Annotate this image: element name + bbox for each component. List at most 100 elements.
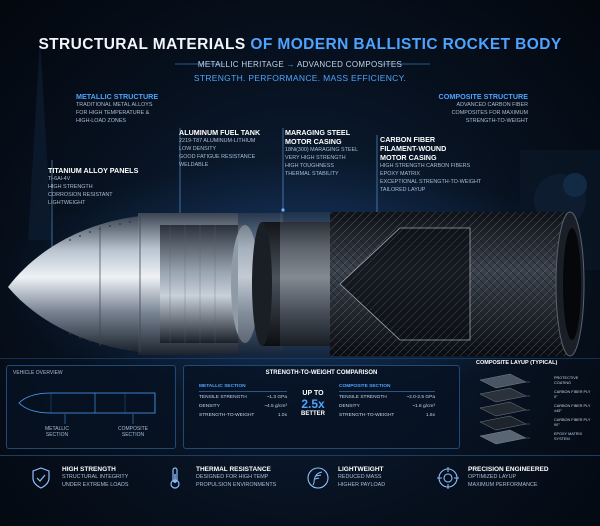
composite-structure-title: COMPOSITE STRUCTURE — [438, 92, 528, 101]
feature-line: DESIGNED FOR HIGH TEMP — [196, 474, 269, 480]
maraging-title: MARAGING STEEL — [285, 128, 351, 137]
page-title: STRUCTURAL MATERIALS OF MODERN BALLISTIC… — [0, 36, 600, 54]
carbon-callout: CARBON FIBER FILAMENT-WOUND MOTOR CASING… — [380, 135, 510, 194]
titanium-title: TITANIUM ALLOY PANELS — [48, 166, 139, 175]
composite-structure-line: STRENGTH-TO-WEIGHT — [465, 118, 528, 124]
table-value: 1.5x — [425, 413, 435, 418]
composite-structure: COMPOSITE STRUCTURE ADVANCED CARBON FIBE… — [410, 92, 528, 125]
maraging-line: THERMAL STABILITY — [285, 171, 339, 177]
table-row: TENSILE STRENGTH ~1.3 GPa — [199, 395, 287, 400]
subtitle: METALLIC HERITAGE → ADVANCED COMPOSITES — [0, 60, 600, 69]
feature-title: LIGHTWEIGHT — [338, 466, 384, 473]
feature-text: LIGHTWEIGHT REDUCED MASS HIGHER PAYLOAD — [338, 466, 433, 489]
carbon-line: HIGH STRENGTH CARBON FIBERS — [380, 163, 471, 169]
table-label: DENSITY — [199, 404, 220, 409]
layup-layer-label: PROTECTIVE COATING — [554, 376, 579, 385]
vehicle-overview-title: VEHICLE OVERVIEW — [13, 370, 63, 376]
arrow-icon: → — [286, 60, 297, 69]
titanium-line: CORROSION RESISTANT — [48, 192, 113, 198]
composite-section-label-line: SECTION — [121, 432, 145, 438]
layup-layer-label: CARBON FIBER PLY 90° — [554, 418, 591, 427]
thermometer-icon — [170, 467, 180, 489]
metallic-table-header: METALLIC SECTION — [199, 384, 287, 392]
aluminum-title: ALUMINUM FUEL TANK — [179, 128, 261, 137]
layup-title: COMPOSITE LAYUP (TYPICAL) — [476, 360, 558, 366]
feature-text: HIGH STRENGTH STRUCTURAL INTEGRITY UNDER… — [62, 466, 167, 489]
feature-line: OPTIMIZED LAYUP — [468, 474, 517, 480]
carbon-line: TAILORED LAYUP — [380, 187, 426, 193]
comparison-panel: STRENGTH-TO-WEIGHT COMPARISON METALLIC S… — [183, 365, 460, 449]
titanium-line: HIGH STRENGTH — [48, 184, 93, 190]
subtitle-right: ADVANCED COMPOSITES — [296, 60, 403, 69]
metallic-structure-line: HIGH-LOAD ZONES — [76, 118, 127, 124]
aluminum-line: GOOD FATIGUE RESISTANCE — [179, 154, 256, 160]
carbon-title: FILAMENT-WOUND — [380, 144, 447, 153]
feature-line: PROPULSION ENVIRONMENTS — [196, 482, 277, 488]
layup-layer-label: EPOXY MATRIX SYSTEM — [554, 432, 583, 441]
metallic-section-label-line: SECTION — [45, 432, 69, 438]
table-label: STRENGTH-TO-WEIGHT — [199, 413, 255, 418]
table-value: ~2.0-2.5 GPa — [406, 395, 435, 400]
table-row: DENSITY ~4.5 g/cm³ — [199, 404, 287, 409]
table-row: TENSILE STRENGTH ~2.0-2.5 GPa — [339, 395, 435, 400]
feather-icon — [307, 467, 329, 489]
improvement-suffix: BETTER — [301, 411, 325, 417]
table-row: STRENGTH-TO-WEIGHT 1.0x — [199, 413, 287, 418]
table-label: TENSILE STRENGTH — [199, 395, 247, 400]
carbon-line: EXCEPTIONAL STRENGTH-TO-WEIGHT — [380, 179, 482, 185]
composite-section-label-line: COMPOSITE — [117, 426, 148, 432]
carbon-title: MOTOR CASING — [380, 153, 437, 162]
tagline: STRENGTH. PERFORMANCE. MASS EFFICIENCY. — [193, 73, 407, 83]
feature-title: HIGH STRENGTH — [62, 466, 116, 473]
vehicle-overview-panel: VEHICLE OVERVIEW METALLIC SECTION COMPOS… — [6, 365, 176, 449]
table-label: TENSILE STRENGTH — [339, 395, 387, 400]
table-value: ~1.6 g/cm³ — [412, 404, 435, 409]
improvement-badge: UP TO 2.5x BETTER — [296, 390, 330, 417]
feature-title: THERMAL RESISTANCE — [196, 466, 271, 473]
feature-text: THERMAL RESISTANCE DESIGNED FOR HIGH TEM… — [196, 466, 304, 489]
comparison-title: STRENGTH-TO-WEIGHT COMPARISON — [265, 370, 378, 376]
titanium-callout: TITANIUM ALLOY PANELS Ti-6Al-4V HIGH STR… — [48, 166, 168, 207]
shield-icon — [32, 467, 50, 489]
maraging-line: HIGH TOUGHNESS — [285, 163, 334, 169]
vehicle-diagram — [18, 392, 156, 424]
aluminum-callout: ALUMINUM FUEL TANK 2219-T87 ALUMINUM-LIT… — [179, 128, 289, 169]
title-accent: OF MODERN BALLISTIC ROCKET BODY — [250, 36, 562, 53]
carbon-line: EPOXY MATRIX — [380, 171, 420, 177]
improvement-value: 2.5x — [301, 397, 325, 411]
feature-line: MAXIMUM PERFORMANCE — [468, 482, 538, 488]
feature-line: REDUCED MASS — [338, 474, 382, 480]
table-label: DENSITY — [339, 404, 360, 409]
table-value: ~1.3 GPa — [266, 395, 287, 400]
title-main: STRUCTURAL MATERIALS — [38, 36, 246, 53]
layup-diagram — [479, 373, 530, 445]
table-value: ~4.5 g/cm³ — [264, 404, 287, 409]
metallic-section-label-line: METALLIC — [44, 426, 70, 432]
metallic-structure-line: TRADITIONAL METAL ALLOYS — [76, 102, 153, 108]
metallic-table: METALLIC SECTION TENSILE STRENGTH ~1.3 G… — [199, 384, 287, 418]
composite-table-header: COMPOSITE SECTION — [339, 384, 435, 392]
maraging-line: 18Ni(300) MARAGING STEEL — [285, 147, 359, 153]
metallic-structure: METALLIC STRUCTURE TRADITIONAL METAL ALL… — [76, 92, 196, 125]
aluminum-line: WELDABLE — [179, 162, 209, 168]
crosshair-icon — [437, 467, 459, 489]
aluminum-line: LOW DENSITY — [179, 146, 217, 152]
layup-layer-label: CARBON FIBER PLY ±45° — [554, 404, 591, 413]
metallic-section-label: METALLIC SECTION — [37, 426, 77, 438]
table-row: STRENGTH-TO-WEIGHT 1.5x — [339, 413, 435, 418]
titanium-line: LIGHTWEIGHT — [48, 200, 86, 206]
feature-title: PRECISION ENGINEERED — [468, 466, 549, 473]
composite-layup-panel: COMPOSITE LAYUP (TYPICAL) PROTECTIVE COA… — [466, 358, 594, 450]
maraging-callout: MARAGING STEEL MOTOR CASING 18Ni(300) MA… — [285, 128, 380, 178]
table-value: 1.0x — [277, 413, 287, 418]
composite-table: COMPOSITE SECTION TENSILE STRENGTH ~2.0-… — [339, 384, 435, 418]
aluminum-line: 2219-T87 ALUMINUM-LITHIUM — [179, 138, 256, 144]
subtitle-left: METALLIC HERITAGE — [197, 60, 285, 69]
metallic-structure-title: METALLIC STRUCTURE — [76, 92, 159, 101]
table-row: DENSITY ~1.6 g/cm³ — [339, 404, 435, 409]
layup-layer-label: CARBON FIBER PLY 0° — [554, 390, 591, 399]
improvement-prefix: UP TO — [302, 390, 324, 397]
feature-line: UNDER EXTREME LOADS — [62, 482, 129, 488]
